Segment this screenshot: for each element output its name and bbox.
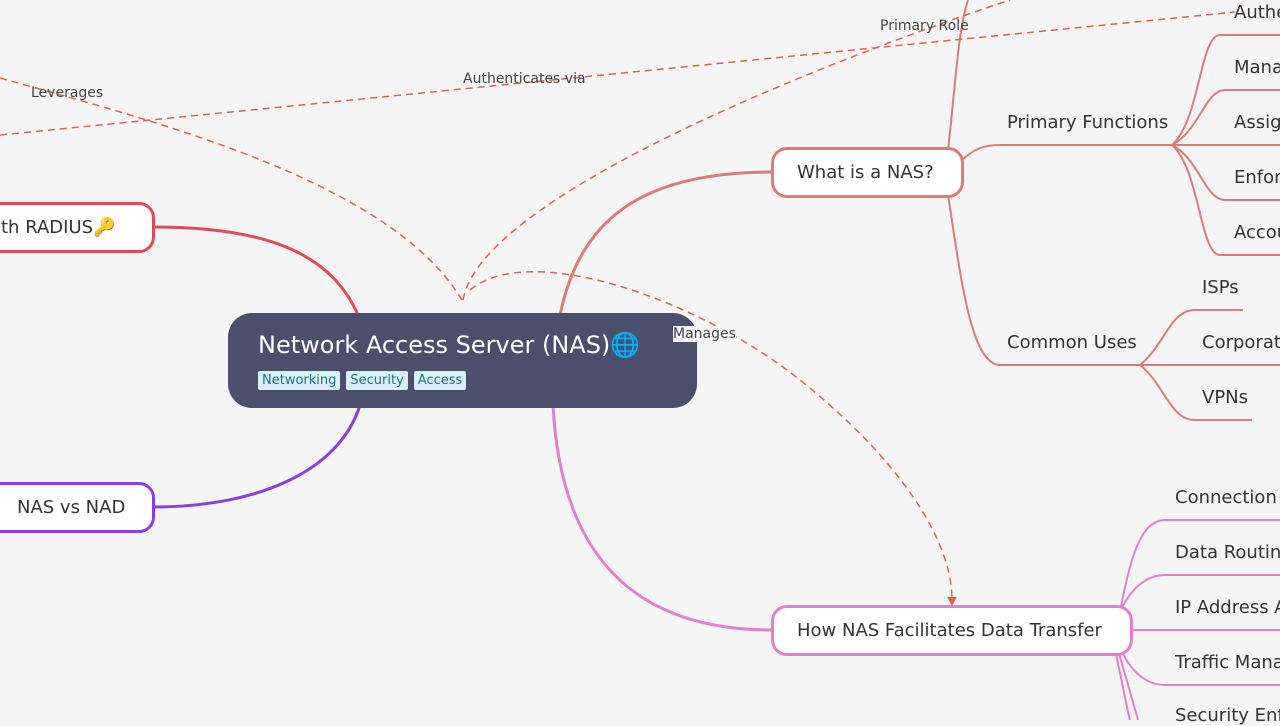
node-what-is-nas[interactable]: What is a NAS? (771, 147, 964, 198)
relation-leverages (0, 77, 463, 301)
edge-dt-4 (1119, 647, 1280, 686)
edge-top-item (947, 0, 969, 151)
key-icon: 🔑 (93, 217, 116, 238)
node-data-transfer[interactable]: How NAS Facilitates Data Transfer (771, 605, 1133, 656)
leaf-common-use[interactable]: VPNs (1202, 387, 1249, 408)
leaf-data-transfer[interactable]: IP Address A (1175, 597, 1280, 618)
relation-label-primary-role: Primary Role (880, 18, 969, 34)
node-data-transfer-label: How NAS Facilitates Data Transfer (797, 620, 1102, 641)
leaf-primary-function[interactable]: Accou (1234, 222, 1280, 243)
central-tags: Networking Security Access (258, 371, 467, 390)
edge-pf-1 (1171, 34, 1280, 146)
tag-networking[interactable]: Networking (258, 371, 341, 390)
edge-what-is (558, 170, 773, 316)
relation-manages (469, 270, 953, 601)
subnode-primary-functions[interactable]: Primary Functions (1007, 112, 1169, 133)
relation-label-authenticates-via: Authenticates via (463, 71, 586, 87)
edge-common-uses (947, 194, 1145, 366)
edge-nas-vs-nad (152, 404, 362, 509)
central-title-text: Network Access Server (NAS) (258, 331, 611, 359)
node-what-is-nas-label: What is a NAS? (797, 162, 934, 183)
leaf-top-item[interactable]: Authe (1234, 2, 1280, 23)
edge-pf-2 (1171, 89, 1280, 146)
edge-cu-3 (1139, 364, 1252, 421)
relation-label-manages: Manages (673, 326, 736, 342)
leaf-common-use[interactable]: Corporat (1202, 332, 1280, 353)
tag-access[interactable]: Access (413, 371, 467, 390)
edge-radius (152, 225, 360, 316)
edge-data-transfer (551, 404, 773, 632)
node-radius-label: th RADIUS (1, 217, 94, 238)
edge-dt-1 (1119, 519, 1280, 613)
leaf-primary-function[interactable]: Assig (1234, 112, 1280, 133)
tag-security[interactable]: Security (346, 371, 408, 390)
globe-icon: 🌐 (610, 331, 641, 359)
edge-cu-1 (1139, 309, 1243, 366)
leaf-primary-function[interactable]: Enfor (1234, 167, 1280, 188)
node-radius[interactable]: th RADIUS🔑 (0, 202, 155, 253)
edge-pf-5 (1171, 144, 1280, 256)
edge-primary-functions (961, 144, 1178, 161)
node-nas-vs-nad-label: NAS vs NAD (17, 497, 126, 518)
relation-manages-arrowhead (947, 597, 957, 606)
leaf-data-transfer[interactable]: Security Enf (1175, 705, 1280, 726)
leaf-data-transfer[interactable]: Data Routin (1175, 542, 1280, 563)
leaf-primary-function[interactable]: Mana (1234, 57, 1280, 78)
leaf-data-transfer[interactable]: Connection (1175, 487, 1277, 508)
edge-dt-2 (1119, 574, 1280, 613)
relation-primary-role (462, 0, 1011, 301)
edge-pf-4 (1171, 144, 1280, 201)
central-title: Network Access Server (NAS)🌐 (258, 331, 640, 359)
relation-label-leverages: Leverages (31, 85, 104, 101)
edge-dt-5 (1114, 649, 1131, 720)
subnode-common-uses[interactable]: Common Uses (1007, 332, 1137, 353)
edge-dt-6 (1117, 649, 1139, 720)
leaf-common-use[interactable]: ISPs (1202, 277, 1239, 298)
relation-authenticates-via (0, 11, 1236, 136)
node-nas-vs-nad[interactable]: NAS vs NAD (0, 482, 155, 533)
central-node[interactable]: Network Access Server (NAS)🌐 Networking … (228, 313, 697, 408)
leaf-data-transfer[interactable]: Traffic Mana (1175, 652, 1280, 673)
